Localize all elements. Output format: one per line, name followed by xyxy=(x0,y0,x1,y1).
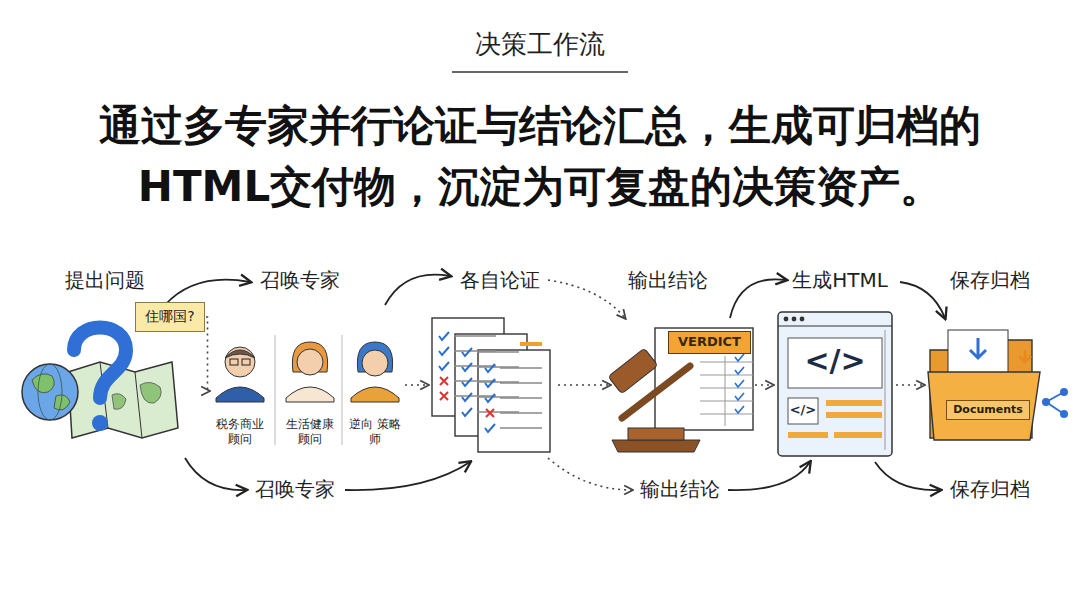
node-text: 住哪国? xyxy=(144,308,196,326)
dotted-arrows xyxy=(405,280,924,490)
flow-arrows xyxy=(165,275,945,491)
step-label: 召唤专家 xyxy=(260,268,340,292)
step-label: 输出结论 xyxy=(628,268,708,292)
question-illustration xyxy=(22,328,178,439)
step-label: 保存归档 xyxy=(950,477,1030,501)
title-underline xyxy=(452,71,628,73)
folder-label: Documents xyxy=(946,400,1030,420)
verdict-plaque: VERDICT xyxy=(668,331,751,354)
code-symbol: </> xyxy=(804,343,865,379)
sticky-note: 住哪国? xyxy=(135,302,205,332)
node-text: 税务商业 顾问 xyxy=(210,417,270,447)
step-label: 生成HTML xyxy=(792,268,888,292)
expert-card: 逆向 策略师 xyxy=(345,335,405,447)
archive-folder xyxy=(928,330,1068,440)
code-symbol: </> xyxy=(790,402,817,418)
expert-card: 税务商业 顾问 xyxy=(210,335,270,447)
node-text: 逆向 策略师 xyxy=(345,417,405,447)
step-label: 提出问题 xyxy=(65,268,145,292)
node-text: VERDICT xyxy=(677,334,742,350)
title: 决策工作流 xyxy=(340,28,740,62)
step-label: 召唤专家 xyxy=(255,477,335,501)
step-label: 输出结论 xyxy=(640,477,720,501)
node-text: 生活健康 顾问 xyxy=(280,417,340,447)
caption: 通过多专家并行论证与结论汇总，生成可归档的 HTML交付物，沉淀为可复盘的决策资… xyxy=(88,96,992,218)
connector xyxy=(206,317,209,391)
step-label: 各自论证 xyxy=(460,268,540,292)
html-window xyxy=(778,312,892,456)
verdict-gavel xyxy=(608,328,753,452)
node-text: Documents xyxy=(952,403,1024,417)
expert-card: 生活健康 顾问 xyxy=(280,335,340,447)
step-label: 保存归档 xyxy=(950,268,1030,292)
document-stack xyxy=(432,318,550,452)
